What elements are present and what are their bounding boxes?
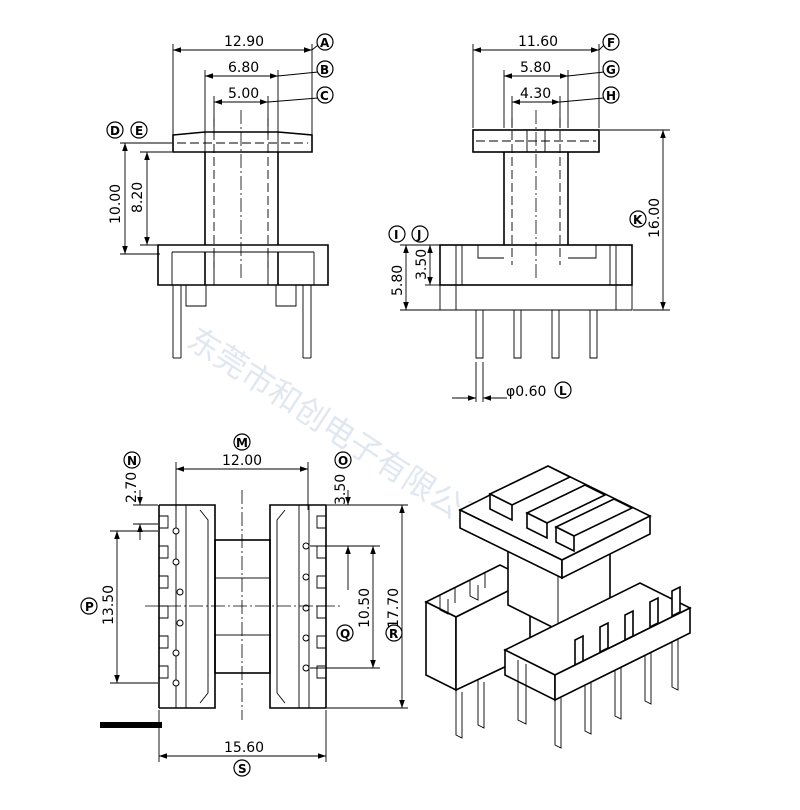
label-circle-g [602, 60, 620, 78]
label-circle-s [233, 759, 251, 777]
label-s: S [238, 762, 247, 776]
label-circle-a [316, 33, 334, 51]
dim-bottom-o: 3.50 [333, 474, 349, 505]
dim-side-height-k: 16.00 [647, 198, 663, 238]
label-circle-r [385, 624, 403, 642]
dim-side-height-i: 5.80 [390, 265, 406, 296]
side-pins [475, 310, 598, 359]
label-circle-b [316, 60, 334, 78]
left-pin-holes [172, 527, 184, 687]
right-pin-comb [316, 515, 326, 679]
label-circle-q [336, 624, 354, 642]
label-c: C [320, 89, 329, 103]
dim-bottom-q: 10.50 [357, 588, 373, 628]
dim-bottom-p: 13.50 [101, 585, 117, 625]
label-h: H [606, 89, 616, 103]
label-circle-i [388, 225, 406, 243]
label-k: K [633, 213, 643, 227]
label-l: L [559, 384, 567, 398]
front-view: 12.90 6.80 5.00 A B C [106, 33, 334, 359]
dim-front-width-b: 6.80 [228, 60, 259, 76]
label-circle-c [316, 86, 334, 104]
dim-bottom-r: 17.70 [386, 588, 402, 628]
label-m: M [236, 436, 248, 450]
dim-side-pin-dia: φ0.60 [506, 384, 546, 400]
dim-bottom-width-m: 12.00 [222, 453, 262, 469]
label-e: E [135, 124, 143, 138]
isometric-view [424, 465, 692, 749]
dim-front-height-total: 10.00 [108, 184, 124, 224]
label-circle-p [80, 597, 98, 615]
label-circle-j [411, 225, 429, 243]
left-pin-comb [159, 515, 169, 679]
label-circle-m [233, 433, 251, 451]
label-i: I [394, 228, 398, 242]
label-circle-k [629, 210, 647, 228]
label-circle-n [123, 451, 141, 469]
label-circle-f [602, 33, 620, 51]
dim-bottom-width-s: 15.60 [224, 740, 264, 756]
bottom-view: 12.00 M [80, 433, 408, 777]
label-p: P [85, 600, 94, 614]
label-circle-d [106, 121, 124, 139]
dim-front-width-c: 5.00 [228, 86, 259, 102]
label-a: A [320, 36, 330, 50]
label-d: D [110, 124, 120, 138]
label-n: N [127, 454, 137, 468]
label-g: G [606, 63, 616, 77]
label-circle-e [130, 121, 148, 139]
label-j: J [416, 228, 421, 242]
dim-front-width-a: 12.90 [224, 34, 264, 50]
label-circle-l [554, 381, 572, 399]
side-view: 11.60 5.80 4.30 F G H [388, 33, 670, 402]
label-o: O [338, 454, 348, 468]
dim-front-height-inner: 8.20 [130, 182, 146, 213]
dim-side-height-j: 3.50 [414, 249, 430, 280]
dim-side-width-g: 5.80 [520, 60, 551, 76]
label-circle-o [334, 451, 352, 469]
label-r: R [389, 627, 398, 641]
label-circle-h [602, 86, 620, 104]
right-pin-holes [302, 542, 310, 672]
dim-side-width-h: 4.30 [520, 86, 551, 102]
label-f: F [607, 36, 615, 50]
dim-bottom-n: 2.70 [124, 472, 140, 503]
watermark-text: 东莞市和创电子有限公司 [181, 320, 497, 544]
pin-1-marker [100, 722, 162, 728]
dim-side-width-f: 11.60 [518, 34, 558, 50]
label-q: Q [340, 627, 350, 641]
label-b: B [320, 63, 329, 77]
